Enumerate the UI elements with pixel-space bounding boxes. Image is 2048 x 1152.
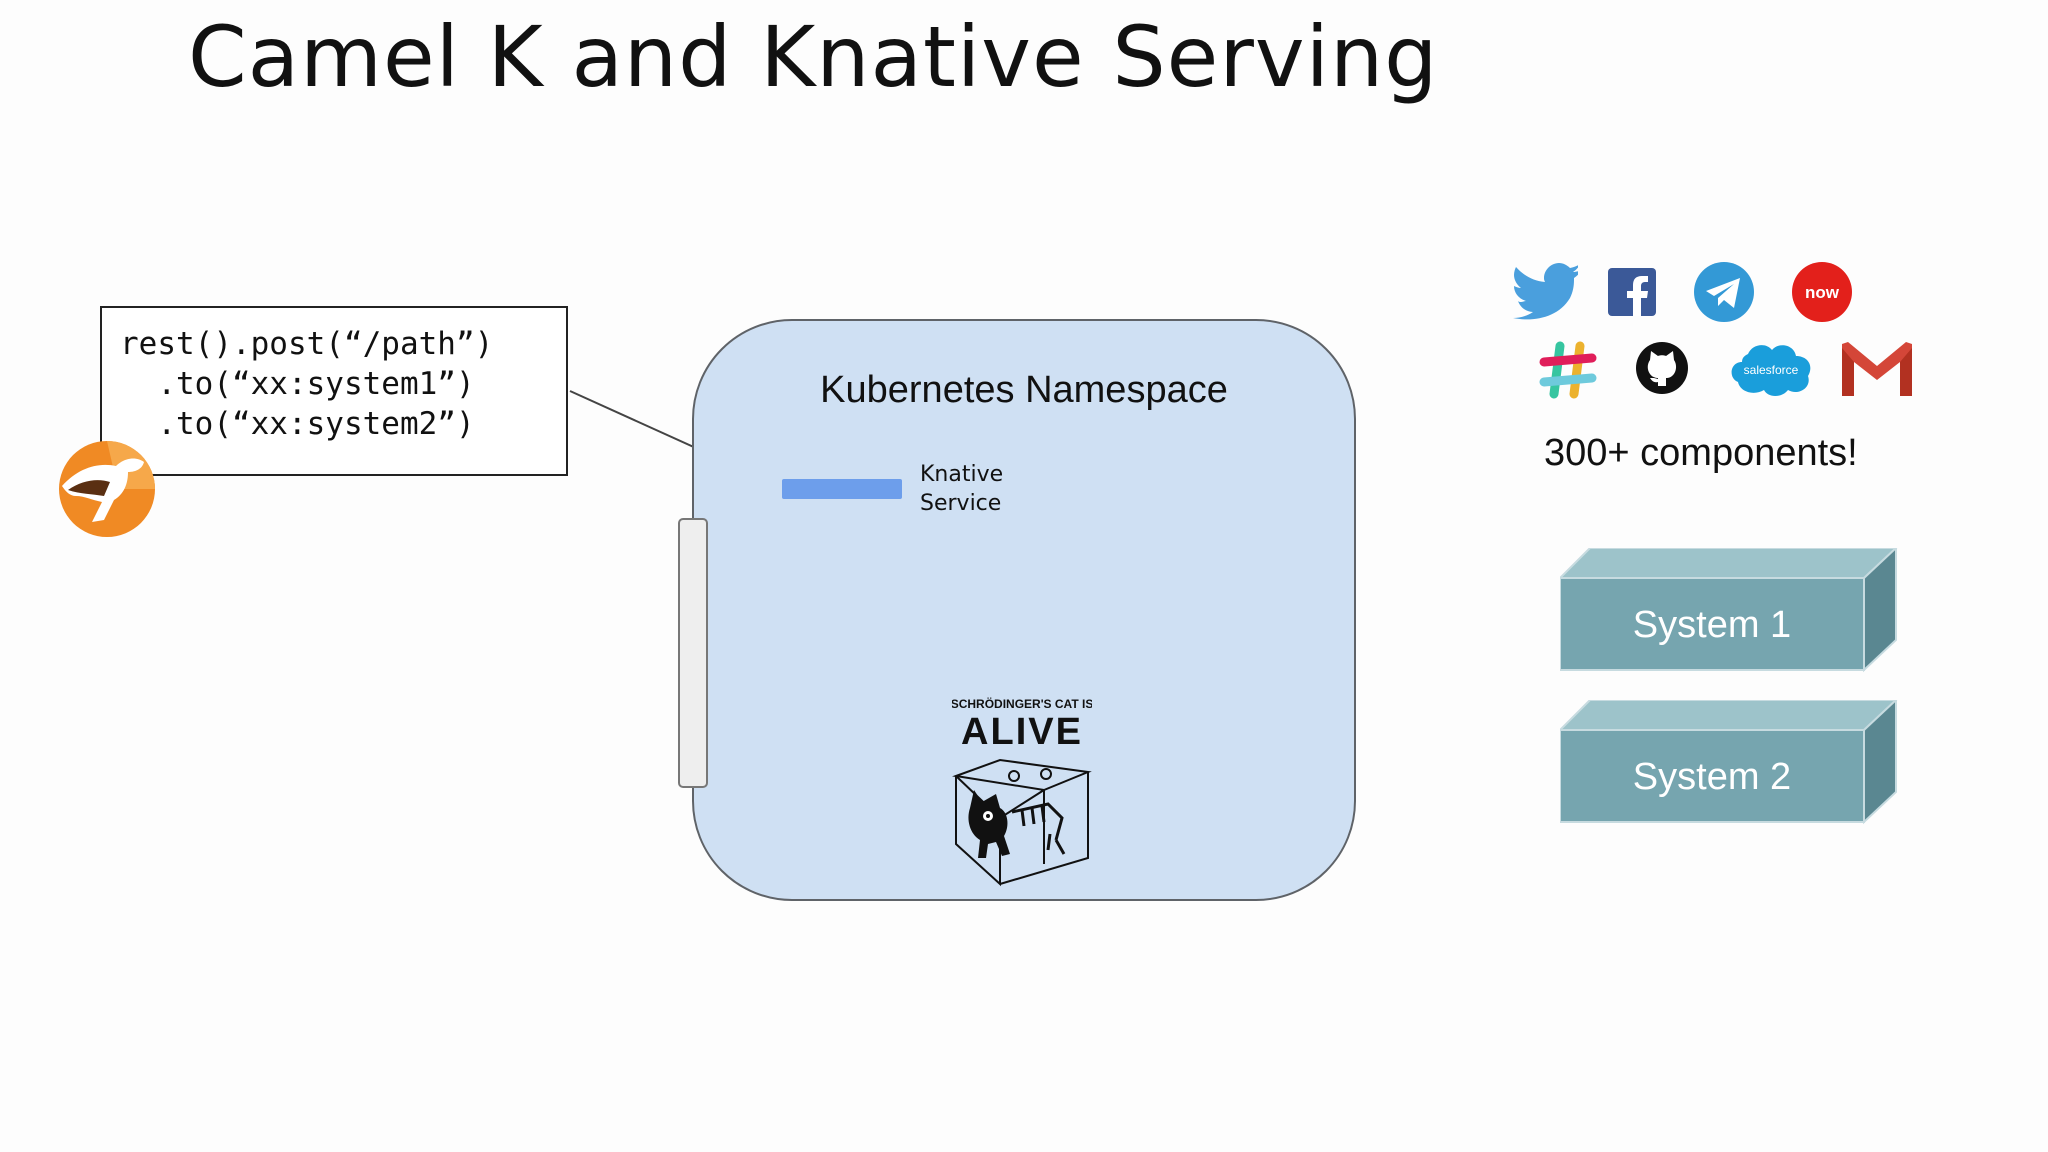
code-box: rest().post(“/path”) .to(“xx:system1”) .… bbox=[100, 306, 568, 476]
namespace-side-bar bbox=[678, 518, 708, 788]
system-2-label: System 2 bbox=[1632, 756, 1792, 798]
components-label: 300+ components! bbox=[1544, 432, 1858, 474]
cat-line1: SCHRÖDINGER'S CAT IS bbox=[952, 696, 1092, 711]
salesforce-text: salesforce bbox=[1744, 363, 1799, 377]
servicenow-icon: now bbox=[1792, 262, 1852, 322]
cat-line2: ALIVE bbox=[961, 711, 1083, 753]
code-line: .to(“xx:system2”) bbox=[120, 406, 475, 442]
knative-label-line2: Service bbox=[920, 491, 1002, 516]
facebook-icon bbox=[1608, 268, 1656, 316]
slack-icon bbox=[1539, 341, 1597, 399]
system-1-block: System 1 bbox=[1560, 548, 1900, 674]
servicenow-text: now bbox=[1805, 283, 1840, 302]
system-1-label: System 1 bbox=[1632, 604, 1792, 646]
knative-label-line1: Knative bbox=[920, 462, 1004, 487]
schrodinger-cat-logo: SCHRÖDINGER'S CAT IS ALIVE bbox=[952, 694, 1092, 890]
namespace-label: Kubernetes Namespace bbox=[820, 369, 1228, 411]
kubernetes-namespace: Kubernetes Namespace bbox=[692, 319, 1356, 901]
camel-k-logo-icon bbox=[58, 440, 156, 538]
gmail-icon bbox=[1842, 342, 1912, 396]
system-2-block: System 2 bbox=[1560, 700, 1900, 826]
knative-service-label: Knative Service bbox=[920, 460, 1003, 518]
code-line: .to(“xx:system1”) bbox=[120, 366, 475, 402]
twitter-icon bbox=[1513, 263, 1578, 320]
telegram-icon bbox=[1694, 262, 1754, 322]
slide-title: Camel K and Knative Serving bbox=[188, 8, 1439, 106]
knative-service-bar bbox=[782, 479, 902, 499]
github-icon bbox=[1636, 342, 1688, 394]
code-line: rest().post(“/path”) bbox=[120, 326, 494, 362]
salesforce-icon: salesforce bbox=[1731, 345, 1811, 396]
